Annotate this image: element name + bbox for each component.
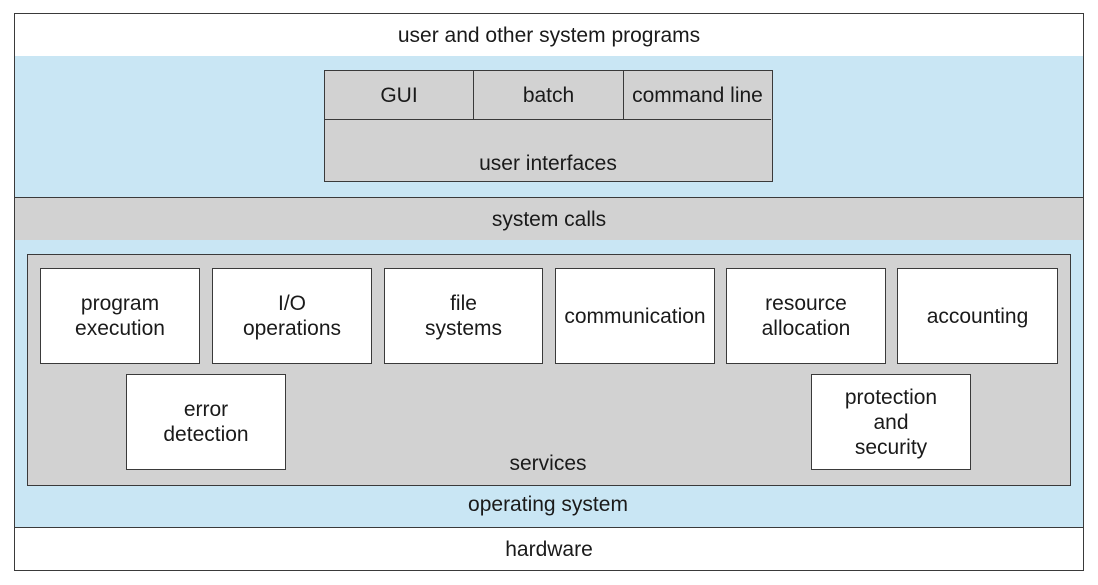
ui-command-line-cell: command line	[624, 71, 771, 120]
user-interfaces-block: GUI batch command line user interfaces	[324, 70, 773, 182]
operating-system-caption: operating system	[468, 492, 628, 516]
service-resource-allocation: resource allocation	[726, 268, 886, 364]
service-communication: communication	[555, 268, 715, 364]
ui-batch-label: batch	[522, 83, 575, 107]
service-accounting: accounting	[897, 268, 1058, 364]
ui-gui-label: GUI	[380, 83, 418, 107]
service-protection-security: protection and security	[811, 374, 971, 470]
services-caption: services	[509, 451, 587, 475]
user-programs-label: user and other system programs	[397, 23, 701, 47]
service-error-detection: error detection	[126, 374, 286, 470]
hardware-layer: hardware	[14, 527, 1084, 571]
ui-command-line-label: command line	[632, 83, 763, 107]
hardware-label: hardware	[505, 537, 593, 561]
service-file-systems: file systems	[384, 268, 543, 364]
ui-batch-cell: batch	[474, 71, 624, 120]
ui-gui-cell: GUI	[325, 71, 474, 120]
service-io-operations: I/O operations	[212, 268, 372, 364]
service-program-execution: program execution	[40, 268, 200, 364]
user-interfaces-caption: user interfaces	[479, 151, 617, 175]
system-calls-layer: system calls	[14, 197, 1084, 241]
system-calls-label: system calls	[491, 207, 607, 231]
user-programs-layer: user and other system programs	[14, 13, 1084, 57]
